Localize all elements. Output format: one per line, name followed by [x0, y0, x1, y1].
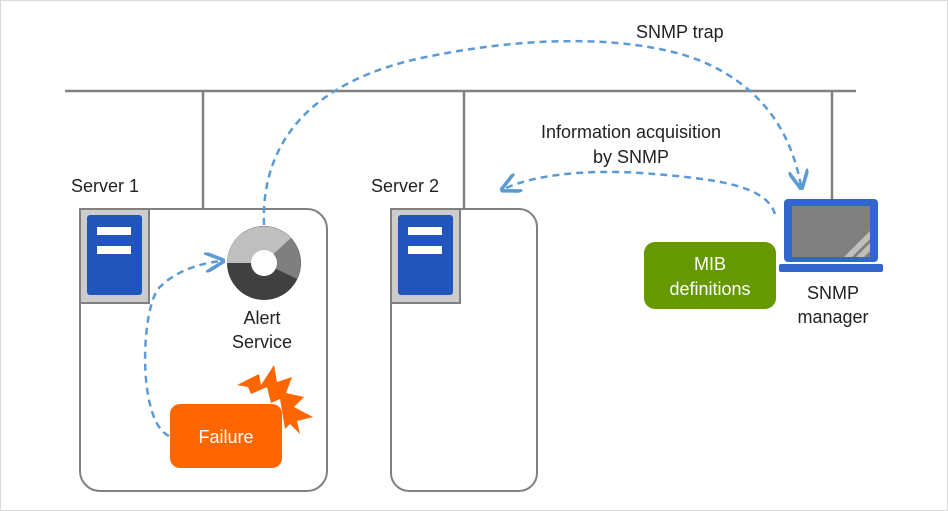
server1-label: Server 1	[71, 176, 139, 196]
mib-label-line2: definitions	[669, 279, 750, 299]
failure-label: Failure	[198, 427, 253, 447]
server-rack-icon	[79, 208, 150, 304]
manager-label-line1: SNMP	[807, 283, 859, 303]
server-rack-icon	[390, 208, 461, 304]
info-label-line2: by SNMP	[593, 147, 669, 167]
failure-to-alert-arrow	[143, 261, 221, 438]
failure-box	[170, 404, 282, 468]
server2-label: Server 2	[371, 176, 439, 196]
alert-label-line2: Service	[232, 332, 292, 352]
info-label-line1: Information acquisition	[541, 122, 721, 142]
mib-label-line1: MIB	[694, 254, 726, 274]
manager-label-line2: manager	[797, 307, 868, 327]
alert-label-line1: Alert	[243, 308, 280, 328]
alert-service-ring-icon	[227, 226, 301, 300]
laptop-icon	[779, 199, 883, 272]
info-acquisition-arrow	[504, 170, 777, 215]
failure-spark-icon	[237, 365, 313, 434]
snmp-trap-label: SNMP trap	[636, 22, 724, 42]
mib-definitions-box	[644, 242, 776, 309]
